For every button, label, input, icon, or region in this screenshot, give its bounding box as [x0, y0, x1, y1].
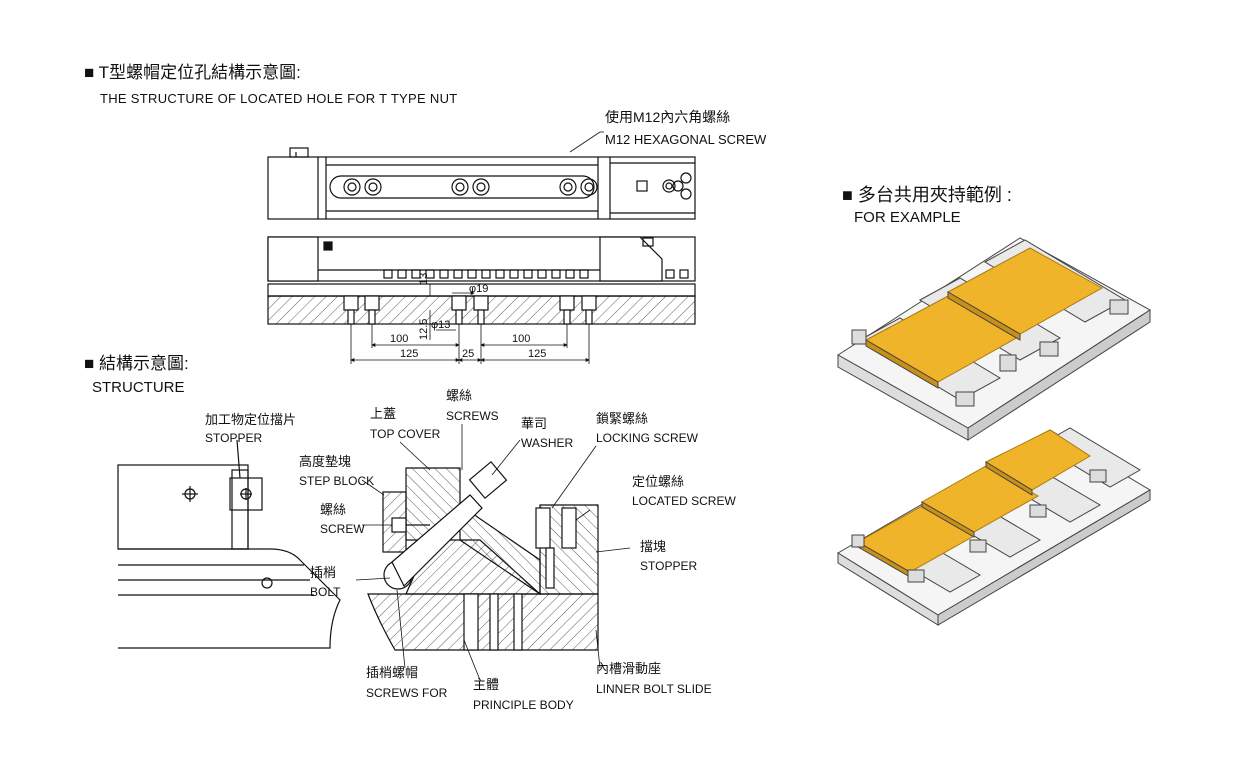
dimension-lines [350, 131, 604, 364]
dim-25: 25 [462, 348, 475, 360]
label-bolt-en: BOLT [310, 585, 341, 599]
structure-cross-section [367, 460, 599, 651]
label-screwsfor-zh: 插梢螺帽 [366, 665, 419, 680]
section2-title-en: STRUCTURE [92, 379, 185, 396]
label-slide-zh: 內槽滑動座 [596, 661, 662, 676]
section1-title-en: THE STRUCTURE OF LOCATED HOLE FOR T TYPE… [100, 91, 458, 106]
stopper-detail [117, 439, 341, 649]
label-washer-en: WASHER [521, 436, 574, 450]
label-slide-en: LINNER BOLT SLIDE [596, 682, 712, 696]
label-screws-en: SCREWS [446, 409, 499, 423]
label-stopper2-zh: 擋塊 [640, 539, 667, 554]
section3-title-zh: ■ 多台共用夾持範例 : [842, 185, 1012, 205]
label-located-en: LOCATED SCREW [632, 494, 736, 508]
label-stepblock-en: STEP BLOCK [299, 474, 375, 488]
section3-title-en: FOR EXAMPLE [854, 209, 961, 226]
section2-title-zh: ■ 結構示意圖: [84, 354, 189, 373]
section1-title-zh: ■ T型螺帽定位孔結構示意圖: [84, 63, 301, 82]
label-screwsfor-en: SCREWS FOR [366, 686, 448, 700]
label-topcover-en: TOP COVER [370, 427, 441, 441]
label-screw-en: SCREW [320, 522, 365, 536]
label-bolt-zh: 插梢 [310, 565, 337, 580]
dim-125-left: 125 [400, 348, 419, 360]
dim-12-5: 12.5 [418, 318, 430, 340]
label-washer-zh: 華司 [521, 416, 548, 431]
dim-phi13: φ13 [431, 319, 451, 331]
label-screws-zh: 螺絲 [446, 388, 473, 403]
label-locking-en: LOCKING SCREW [596, 431, 699, 445]
label-located-zh: 定位螺絲 [632, 474, 685, 489]
label-topcover-zh: 上蓋 [370, 406, 397, 421]
label-stopper1-zh: 加工物定位擋片 [205, 412, 297, 427]
label-screw-zh: 螺絲 [320, 502, 347, 517]
screw-note-zh: 使用M12內六角螺絲 [605, 109, 731, 125]
dim-125-right: 125 [528, 348, 547, 360]
vise-top-view [267, 147, 696, 220]
label-locking-zh: 鎖緊螺絲 [596, 411, 649, 426]
label-body-en: PRINCIPLE BODY [473, 698, 574, 712]
label-stopper2-en: STOPPER [640, 559, 698, 573]
example-two-vises [837, 237, 1151, 441]
label-body-zh: 主體 [473, 677, 500, 692]
dim-100-left: 100 [390, 333, 409, 345]
vise-side-section [267, 236, 696, 325]
example-three-vises [837, 427, 1151, 626]
label-stepblock-zh: 高度墊塊 [299, 454, 352, 469]
dim-phi19: φ19 [469, 283, 489, 295]
leader-lines [355, 424, 631, 681]
dim-13: 13 [418, 272, 430, 285]
screw-note-en: M12 HEXAGONAL SCREW [605, 132, 767, 147]
label-stopper1-en: STOPPER [205, 431, 263, 445]
dim-100-right: 100 [512, 333, 531, 345]
